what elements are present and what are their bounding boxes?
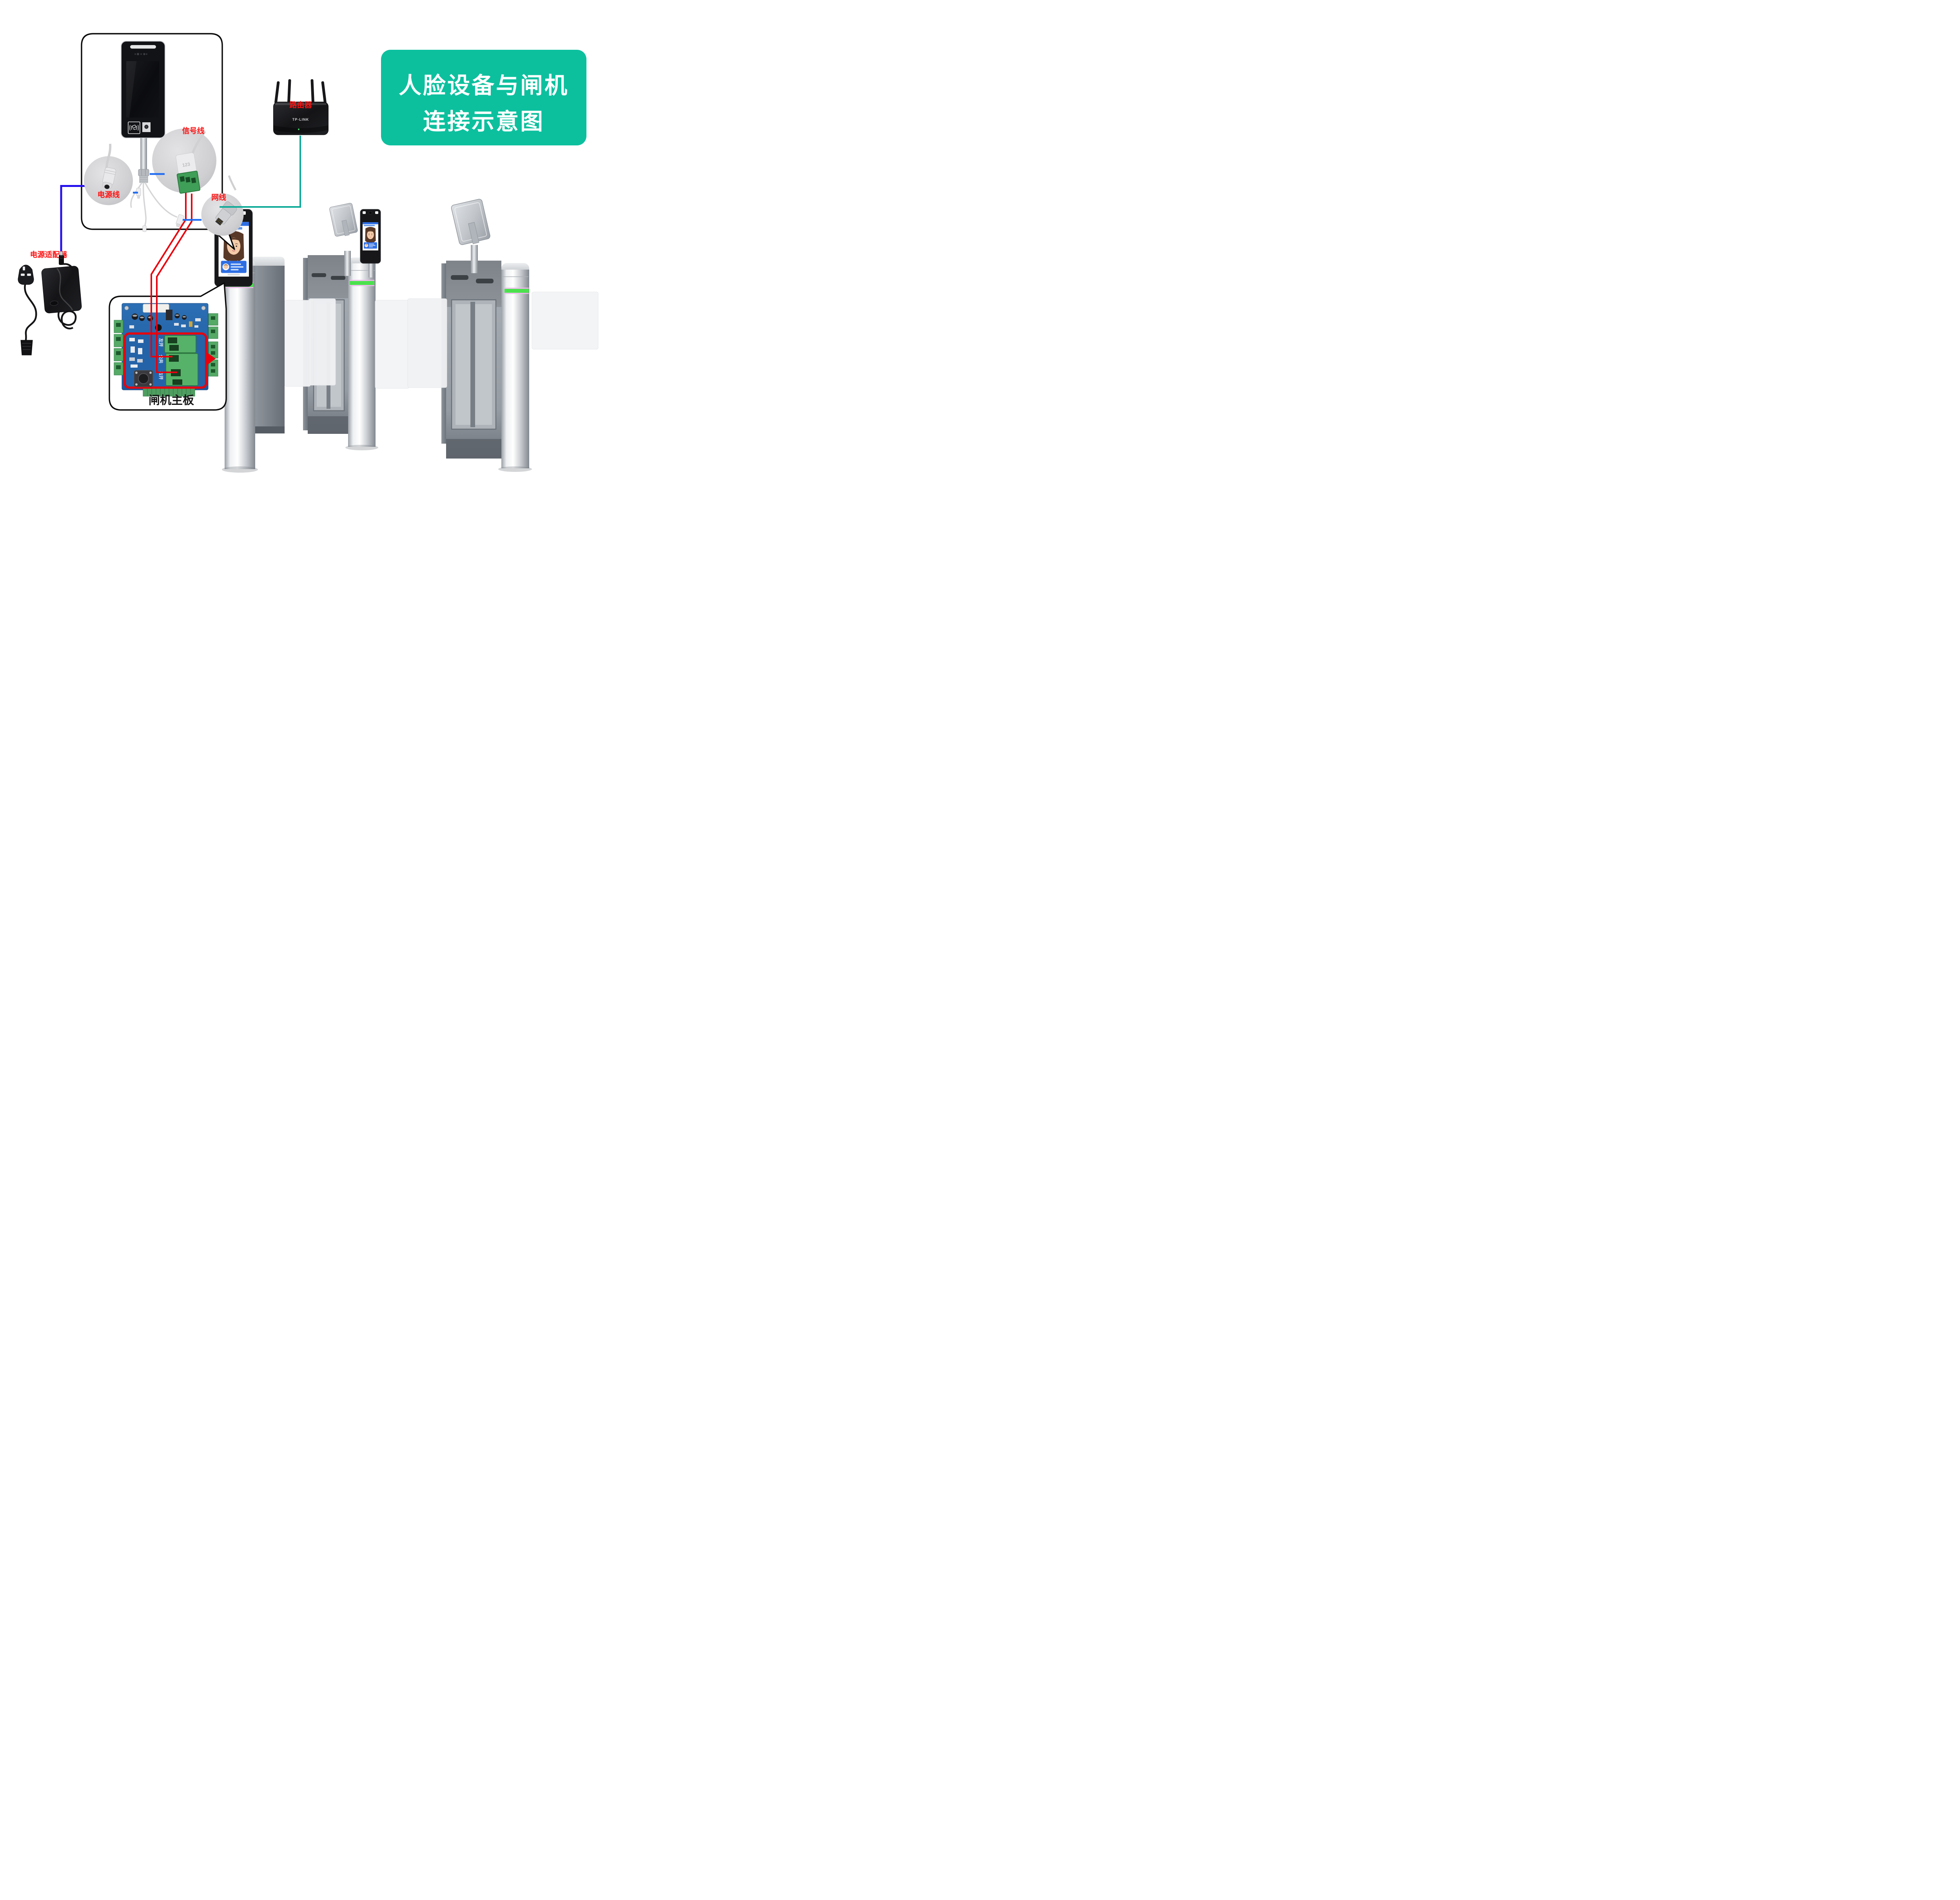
illumination-bar [130,45,156,49]
inset-pointer-arrow [206,352,216,366]
gate-1-pillar [225,266,255,469]
mainboard-panel: 左开 公共 右开 闸机主板 [109,282,227,411]
title-card: 人脸设备与闸机 连接示意图 [381,50,586,145]
photo-camera-icon [142,122,151,132]
wall-plug [18,265,37,341]
router: TP-LINK 路由器 [273,79,328,135]
adapter-output-cable [57,263,77,330]
signal-wire-2 [156,194,192,373]
glass-panel [309,298,336,386]
glass-panel [407,298,447,388]
pcb-zoom-inset: 左开 公共 右开 [123,332,216,389]
glass-panels [284,292,599,389]
gate-3-led-strip [505,289,529,293]
signal-cable-callout: 123 信号线 [152,126,216,194]
power-cable-label: 电源线 [97,190,120,199]
mainboard-label: 闸机主板 [149,394,194,407]
title-line-2: 连接示意图 [423,109,544,134]
gate-1 [222,257,285,473]
signal-cable-label: 信号线 [182,126,204,135]
glass-panel [375,300,410,389]
network-line [220,136,301,208]
gate-2-face-terminal [360,209,381,277]
gate-3 [441,261,532,472]
gate-2-led-strip [350,281,374,285]
gate-2-tablet-pole [344,251,351,276]
diagram-canvas: 左开 公共 右开 闸机主板 [0,0,599,475]
nfc-icon [128,121,140,134]
camera-lens-icon [368,211,372,215]
harness-signal-plug [142,225,147,232]
camera-dots [134,53,147,55]
inset-terminal-block-upper [164,335,196,353]
gate-3-reader-slot [451,275,468,280]
glass-panel [532,292,599,350]
power-cable-callout: 电源线 [84,143,133,205]
harness-rj45-plug [176,214,184,228]
inset-smd-parts [129,338,143,368]
router-brand: TP-LINK [292,118,309,121]
pcb-terminal-right-column [208,313,218,377]
router-label: 路由器 [289,100,312,109]
signal-wire-1 [151,192,187,357]
network-cable-callout: 网线 [201,175,244,236]
iec-plug [20,340,33,355]
inset-push-button [134,370,153,387]
dc-plug-male [59,251,64,265]
pcb-terminal-left-column [114,320,123,375]
inset-terminal-labels: 左开 公共 右开 [158,338,164,380]
network-cable-label: 网线 [211,193,226,202]
connection-diagram: 左开 公共 右开 闸机主板 [18,33,599,473]
device-mounting-pole [138,138,149,183]
face-device-large [121,41,165,138]
pcb-terminal-bottom-comb [143,387,195,397]
gate-3-reader-slot [476,279,494,283]
adapter-body [41,266,82,314]
power-adapter-label: 电源适配器 [30,250,67,259]
gate-2-reader-slot [312,273,326,277]
signal-terminal-plug: 123 [176,152,201,194]
title-line-1: 人脸设备与闸机 [399,73,569,98]
signal-connector-marking: 123 [182,161,191,168]
router-body [273,102,328,135]
terminal-label-1: 左开 [158,338,164,347]
inset-terminal-block-lower [165,353,198,386]
rj45-connector [215,201,237,226]
glass-panel [284,300,311,387]
gate-3-pillar [501,270,529,468]
dc-jack [102,167,116,189]
power-adapter: 电源适配器 [18,250,82,355]
gate-2-pillar [348,263,376,447]
router-antennas [274,79,327,104]
pcb-smd-parts [129,318,201,328]
device-screen-off [126,61,159,118]
gate-2-reader-slot [331,276,345,280]
gate-3-tablet [450,198,492,247]
gate-2-tablet [328,202,359,238]
gate-3-tablet-pole [471,245,478,273]
pcb-heatsink [166,310,172,320]
router-led [298,129,299,130]
